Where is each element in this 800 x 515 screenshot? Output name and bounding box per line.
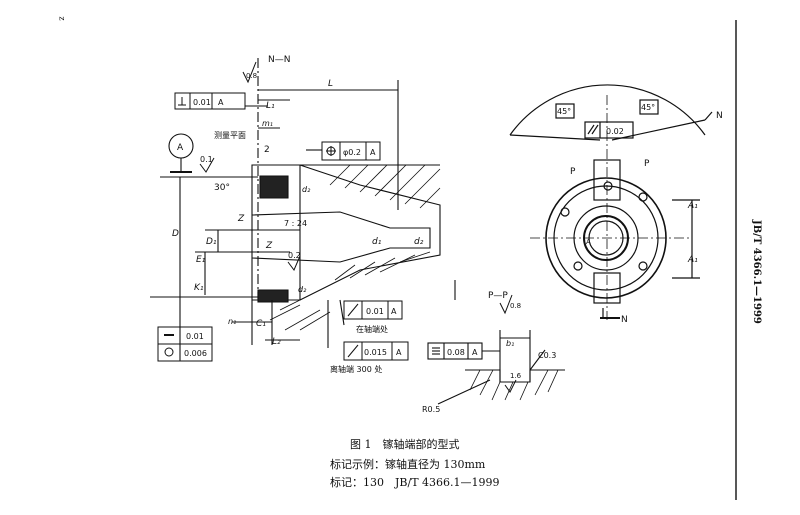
spindle-end-view [509, 84, 713, 320]
roughness-r4: 0.8 [510, 302, 521, 310]
section-label-pp: P—P [488, 291, 508, 301]
dim-d-flange-top: d₂ [302, 185, 311, 194]
dim-Z-top: Z [237, 214, 245, 224]
roughness-r1: 0.8 [246, 72, 257, 80]
fcf-straight-value: 0.01 [186, 332, 204, 341]
fcf-pos-datum: A [370, 148, 376, 157]
roughness-r5: 1.6 [510, 372, 522, 380]
dim-13: A [586, 238, 591, 246]
dim-d2: d₂ [414, 237, 424, 247]
dim-30deg: 30° [214, 183, 230, 193]
section-mark-p-right: P [644, 159, 650, 169]
pp-detail-view [427, 294, 565, 405]
dim-D1: D₁ [206, 237, 217, 247]
dim-D: D [172, 229, 179, 239]
fcf-runout2-value: 0.015 [364, 348, 387, 357]
taper-label: 7 : 24 [284, 219, 307, 228]
fcf-runout-1 [343, 300, 403, 320]
chamfer-c03: C0.3 [538, 351, 556, 360]
dim-A1-bottom: A₁ [687, 255, 698, 265]
dim-C1: C₁ [256, 319, 266, 329]
fcf-runout-2 [343, 341, 409, 361]
note-at-end: 在轴端处 [356, 324, 388, 334]
radius-r05: R0.5 [422, 405, 440, 414]
dim-Z-bottom: Z [265, 241, 273, 251]
standard-code-vertical: JB/T 4366.1—1999 [751, 220, 762, 324]
dim-d-flange-bottom: d₂ [298, 285, 307, 294]
fcf-runout1-value: 0.01 [366, 307, 384, 316]
section-label-nn: N—N [268, 55, 290, 65]
dim-A1-top: A₁ [687, 201, 698, 211]
fcf-perp-datum: A [218, 98, 224, 107]
marking-example: 标记示例：镓轴直径为 130mm [330, 458, 486, 471]
angle-left: 45° [557, 107, 571, 116]
section-mark-p-left: P [570, 167, 576, 177]
note-measure-plane: 测量平面 [214, 131, 246, 140]
fcf-sym-datum: A [472, 348, 478, 357]
fcf-runout2-datum: A [396, 348, 402, 357]
figure-caption: 图 1 镓轴端部的型式 [350, 438, 460, 451]
datum-a-label: A [177, 143, 184, 153]
fcf-runout1-datum: A [391, 307, 397, 316]
dim-L1: L₁ [266, 101, 275, 111]
dim-E1: E₁ [196, 255, 206, 265]
dim-n1: n₁ [228, 317, 236, 326]
roughness-r3: 0.2 [288, 251, 301, 260]
fcf-sym-value: 0.08 [447, 348, 465, 357]
spindle-section-view [150, 58, 456, 360]
dim-L: L [328, 79, 333, 89]
note-far-end: 离轴端 300 处 [330, 364, 382, 374]
dim-K1: K₁ [194, 283, 204, 293]
fcf-pos-value: φ0.2 [343, 148, 361, 157]
fcf-par-value: 0.02 [606, 127, 624, 136]
fcf-straightness-roundness [157, 326, 213, 362]
fcf-perp-value: 0.01 [193, 98, 211, 107]
roughness-r2: 0.1 [200, 155, 213, 164]
marking-text: 标记：130 JB/T 4366.1—1999 [330, 476, 500, 489]
dim-b1: b₁ [506, 339, 514, 348]
section-mark-n-bottom: N [621, 315, 628, 325]
angle-right: 45° [641, 103, 655, 112]
fcf-round-value: 0.006 [184, 349, 207, 358]
fcf-perpendicularity [174, 92, 246, 110]
dim-d1: d₁ [372, 237, 382, 247]
dim-2: 2 [264, 145, 270, 155]
dim-m1: m₁ [262, 119, 273, 128]
dim-L2: L₂ [272, 337, 281, 347]
section-mark-n-top: N [716, 111, 723, 121]
fcf-position [321, 141, 381, 161]
